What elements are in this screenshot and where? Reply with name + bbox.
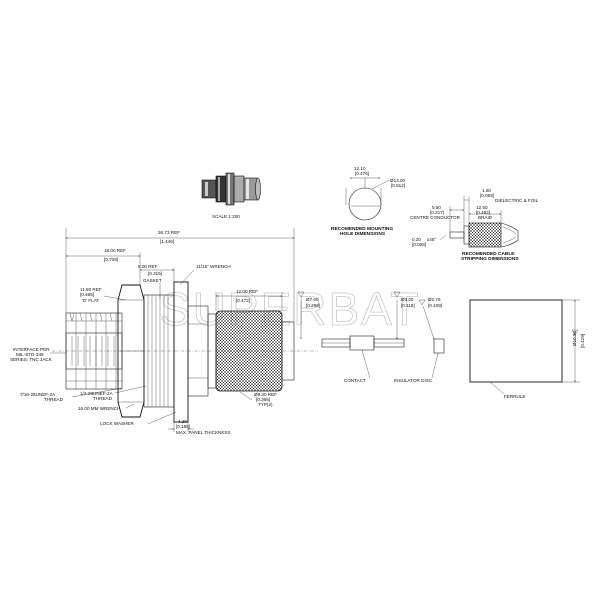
watermark-text: SUPERBAT [160,283,421,335]
stripping-view [439,196,519,248]
hole-dim-b: Ø13.00 [390,178,406,183]
insulator-dia-2-in: [0.109] [428,303,442,308]
strip-d4-in: [0.008] [412,242,426,247]
ferrule-dia: Ø10.90 [572,330,577,346]
knurl-dia: Ø9.30 REF [254,392,277,397]
interface-line-1: INTERFACE PER [13,347,50,352]
panel-dim: 4.20 [178,419,187,424]
ferrule-label: FERRULE [504,394,525,399]
strip-d4: 0.20 [412,237,421,242]
main-connector-view [50,228,318,432]
strip-caption-1: RECOMENDED CABLE [462,251,515,257]
gasket-length-in: [0.315] [148,271,162,276]
strip-d1-label: DIELECTRIC & FOIL [495,198,539,203]
mounting-hole-view [345,177,390,221]
insulator-dia-2: Ø2.76 [428,297,441,302]
gasket-length: 8.00 REF [138,264,158,269]
wrench-label: 11/16" WRENCH [196,264,231,269]
thread1-line-1: 7/16-28UNEF-2A [20,392,56,397]
hole-dim-a-in: [0.476] [355,171,369,176]
overall-length-in: [1.446] [160,239,174,244]
insulator-dia-1-in: [0.118] [401,303,415,308]
contact-dia-in: [0.299] [306,303,320,308]
strip-d3: 5.50 [432,205,441,210]
flat-dim: 11.80 REF [80,287,102,292]
hole-dim-a: 12.10 [354,166,366,171]
exploded-parts [297,291,580,395]
panel-dim-in: [0.165] [176,424,190,429]
strip-d3-in: [0.217] [430,210,444,215]
strip-d1: 1.50 [482,188,491,193]
crimp-length: 12.00 REF [236,289,258,294]
connector-thumbnail [201,172,261,206]
insulator-label: INSULATOR DISC [394,378,433,383]
knurl-dia-in: [0.366] [256,397,270,402]
strip-caption-2: STRIPPING DIMENSIONS [461,256,519,262]
knurl-typ: TYP(2) [258,402,273,407]
body-length: 18.00 REF [104,248,126,253]
crimp-length-in: [0.472] [236,298,250,303]
strip-d4-sym: x45° [427,237,436,242]
strip-d1-in: [0.059] [480,193,494,198]
hole-dim-b-in: [0.512] [391,183,405,188]
panel-label: MAX. PANEL THICKNESS [176,430,231,435]
thread2-line-2: THREAD [93,396,113,401]
contact-dia: Ø7.60 [306,297,319,302]
strip-d2-label: BRAID [478,215,493,220]
interface-line-3: SERIES: TNC JACK [10,357,53,362]
strip-d2-in: [0.492] [476,210,490,215]
insulator-dia-1: Ø3.00 [401,297,414,302]
hole-caption-1: RECOMENDED MOUNTING [331,226,393,232]
flat-dim-in: [0.465] [80,292,94,297]
body-length-in: [0.709] [104,257,118,262]
ferrule-dia-in: [0.429] [580,334,585,348]
hole-caption-2: HOLE DIMENSIONS [340,231,386,237]
strip-d3-label: CENTRE CONDUCTOR [410,215,461,220]
interface-line-2: MIL-STD-348 [16,352,44,357]
thread1-line-2: THREAD [44,397,64,402]
gasket-label: GASKET [143,278,162,283]
strip-d2: 12.50 [476,205,488,210]
scale-label: SCALE 1:200 [212,214,240,219]
thread2-line-1: 1/2-28UNEF-2A [80,391,114,396]
flat-label: 'D' FLAT [82,298,99,303]
lock-washer-label: LOCK WASHER [100,421,134,426]
contact-label: CONTACT [344,378,366,383]
overall-length: 36.73 REF [158,230,180,235]
mm-wrench-label: 16.00 MM WRENCH [78,406,120,411]
